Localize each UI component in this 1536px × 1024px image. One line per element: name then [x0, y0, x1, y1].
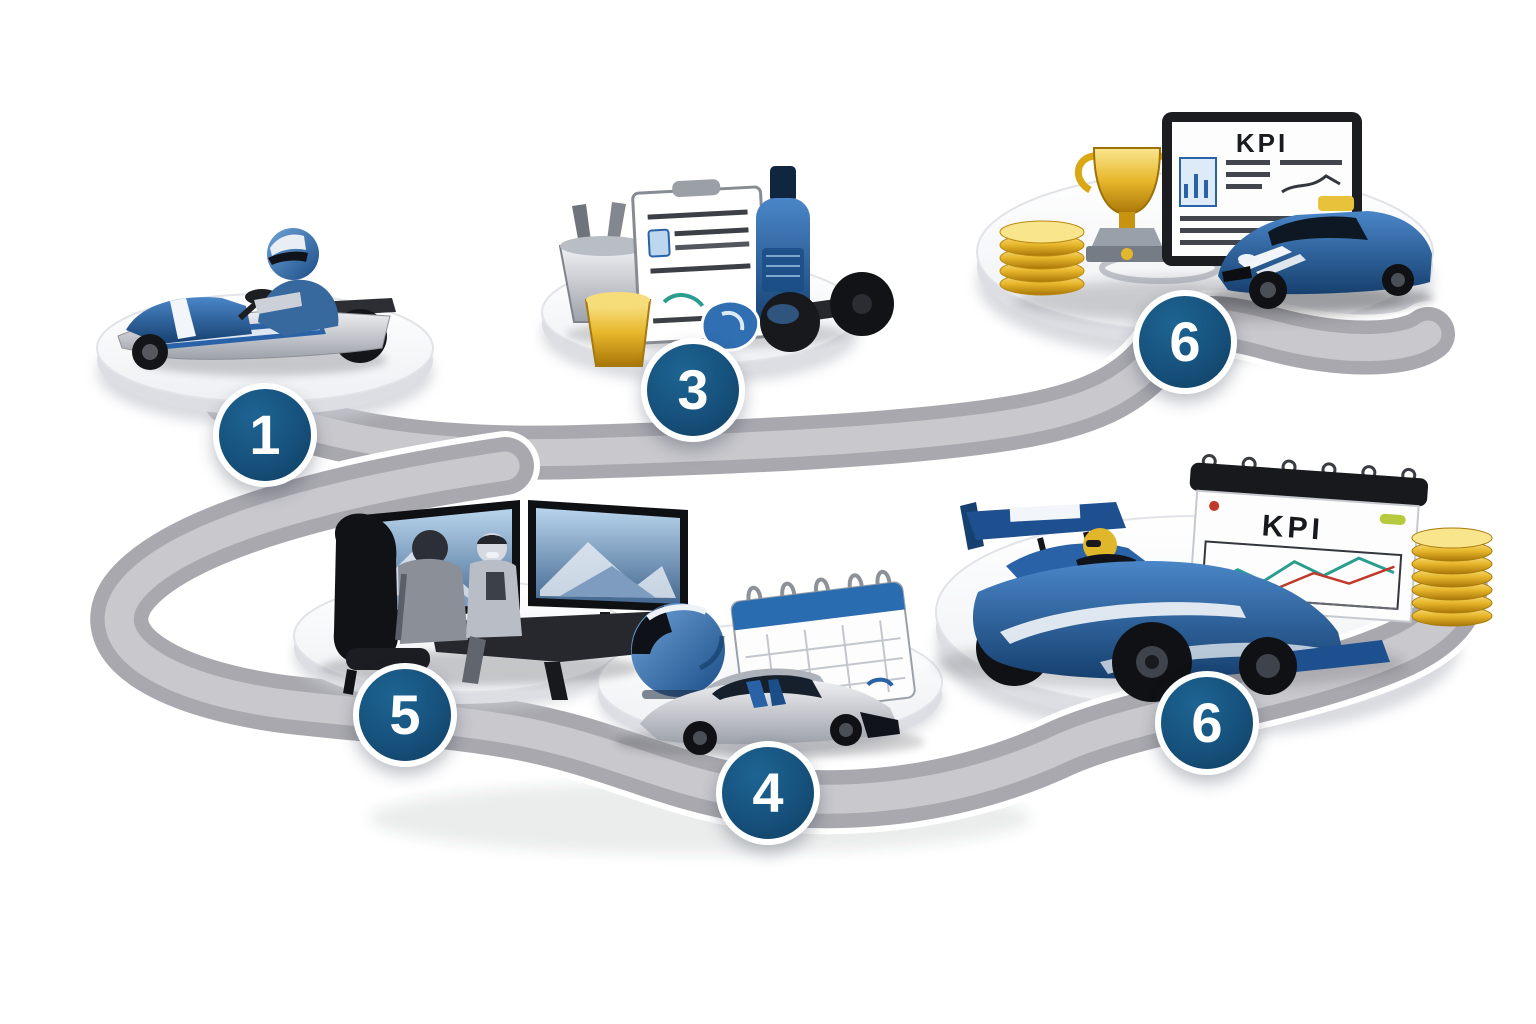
step-number: 6 [1169, 310, 1201, 373]
step-number: 4 [752, 761, 784, 824]
step-number: 1 [249, 403, 281, 466]
step-badge-3: 3 [641, 338, 745, 442]
step-badge-5: 5 [353, 663, 457, 767]
race-car-icon [1210, 196, 1434, 311]
trophy-icon [1075, 147, 1179, 262]
small-car-icon [640, 668, 900, 755]
kpi-top-label: KPI [1236, 128, 1288, 158]
step-number: 3 [677, 358, 709, 421]
person-back-icon [395, 530, 468, 644]
go-kart-icon [117, 228, 396, 376]
coin-stack-icon [999, 220, 1085, 296]
person-front-icon [462, 533, 522, 684]
step-badge-4: 4 [716, 741, 820, 845]
step-number: 5 [389, 683, 421, 746]
kpi-bottom-label: KPI [1261, 509, 1325, 546]
coin-stack-icon [1411, 527, 1493, 627]
kpi-tablet-icon: KPI [1162, 112, 1362, 266]
formula-car-icon [960, 502, 1390, 702]
formula-kpi-coins-icon: KPI [935, 453, 1493, 702]
step-badge-6-bottom: 6 [1155, 671, 1259, 775]
step-badge-6-top: 6 [1133, 290, 1237, 394]
step-number: 6 [1191, 691, 1223, 754]
trophy-kpi-car-icon: KPI [999, 112, 1434, 322]
race-helmet-icon [631, 603, 725, 699]
training-gear-icon [558, 166, 894, 367]
monitor-right-icon [528, 500, 688, 638]
step-badge-1: 1 [213, 383, 317, 487]
